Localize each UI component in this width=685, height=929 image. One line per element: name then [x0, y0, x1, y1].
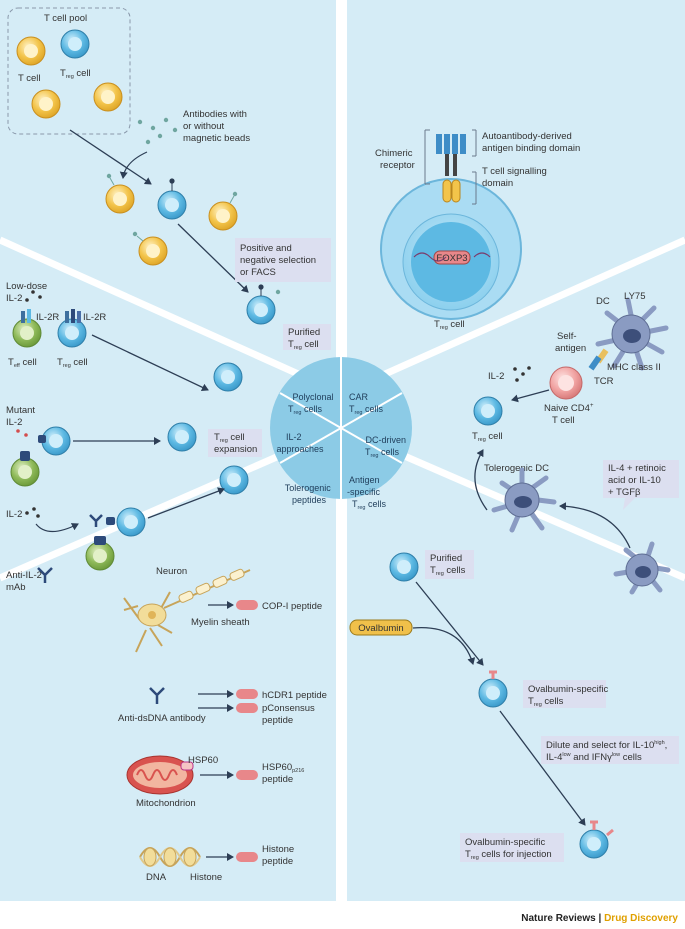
svg-text:T cell: T cell — [18, 73, 41, 84]
dc-icon — [595, 297, 669, 371]
svg-text:DNA: DNA — [146, 872, 167, 883]
t-cell-pool-box — [7, 7, 131, 135]
svg-text:Anti-dsDNA antibody: Anti-dsDNA antibody — [118, 713, 206, 724]
svg-text:FOXP3: FOXP3 — [436, 253, 467, 264]
svg-text:IL-2R: IL-2R — [36, 312, 59, 323]
dna-histone-icon — [139, 847, 201, 867]
antibody-dots — [137, 117, 178, 145]
center-disc: Polyclonal Treg cells CAR Treg cells IL-… — [270, 357, 412, 511]
dilute-box — [541, 736, 679, 764]
svg-text:Histone: Histone — [190, 872, 222, 883]
svg-text:HSP60: HSP60 — [188, 755, 218, 766]
svg-text:TCR: TCR — [594, 376, 614, 387]
svg-text:hCDR1 peptide: hCDR1 peptide — [262, 690, 327, 701]
center-dc-driven: DC-driven Treg cells — [365, 435, 409, 459]
svg-text:Teff cell: Teff cell — [8, 357, 37, 369]
anti-il2-antibody-icon — [37, 567, 53, 583]
svg-text:Dilute and select for IL-10hig: Dilute and select for IL-10high,IL-4low … — [546, 740, 667, 763]
center-car: CAR Treg cells — [349, 392, 383, 416]
svg-text:Mitochondrion: Mitochondrion — [136, 798, 196, 809]
ovalbumin-pill — [349, 619, 413, 636]
svg-text:IL-2: IL-2 — [488, 371, 504, 382]
purified-box — [283, 324, 331, 350]
svg-text:Tolerogenic DC: Tolerogenic DC — [484, 463, 549, 474]
chimeric-receptor — [436, 134, 466, 203]
neuron-icon — [123, 568, 251, 653]
injection-box — [460, 833, 564, 862]
svg-text:T cell pool: T cell pool — [44, 13, 87, 24]
svg-text:Neuron: Neuron — [156, 566, 187, 577]
svg-text:Treg cell: Treg cell — [434, 319, 465, 331]
svg-text:DC: DC — [596, 296, 610, 307]
svg-text:Naive CD4+T cell: Naive CD4+T cell — [544, 403, 594, 426]
anti-dsdna-antibody-icon — [149, 687, 165, 704]
dc-section: DC LY75 Self-antigen MHC class II TCR IL… — [472, 291, 679, 595]
precursor-dc-icon — [613, 541, 671, 595]
selection-box — [235, 238, 331, 282]
tolerogenic-dc-icon — [491, 467, 557, 533]
expansion-box — [208, 429, 262, 457]
svg-text:Ovalbumin: Ovalbumin — [358, 623, 403, 634]
svg-text:Treg cell: Treg cell — [472, 431, 503, 443]
cytokine-callout — [603, 460, 679, 510]
center-il2: IL-2 approaches — [276, 432, 324, 454]
mitochondrion-icon — [126, 755, 194, 795]
svg-text:IL-2: IL-2 — [6, 509, 22, 520]
antibody-icon — [89, 514, 103, 527]
foxp3-box — [433, 250, 471, 265]
svg-text:Treg cell: Treg cell — [57, 357, 88, 369]
svg-text:Self-antigen: Self-antigen — [555, 331, 586, 354]
journal-footer: Nature Reviews | Drug Discovery — [521, 913, 678, 924]
svg-text:Myelin sheath: Myelin sheath — [191, 617, 250, 628]
svg-text:MHC class II: MHC class II — [607, 362, 661, 373]
center-antigen-specific: Antigen -specific Treg cells — [347, 475, 386, 511]
ova-specific-box — [523, 680, 606, 708]
center-polyclonal: Polyclonal Treg cells — [288, 392, 336, 416]
svg-text:Treg cell: Treg cell — [60, 68, 91, 80]
center-tolerogenic: Tolerogenic peptides — [285, 483, 334, 505]
svg-text:COP-I peptide: COP-I peptide — [262, 601, 322, 612]
peptides-section: Neuron COP-I peptide Myelin sheath Anti-… — [118, 566, 327, 883]
purified-cells-box — [425, 550, 474, 579]
svg-text:IL-2R: IL-2R — [83, 312, 106, 323]
svg-text:LY75: LY75 — [624, 291, 645, 302]
polyclonal-section: T cell pool T cell Treg cell Antibodies … — [7, 7, 331, 351]
